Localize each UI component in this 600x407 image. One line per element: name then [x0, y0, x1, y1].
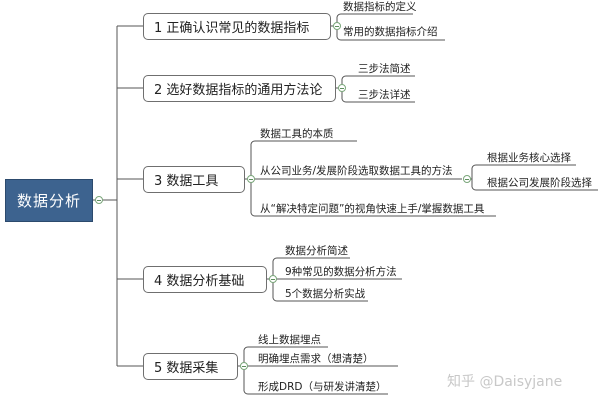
- topic-node-5[interactable]: 5 数据采集: [143, 353, 238, 380]
- subtopic-node[interactable]: 线上数据埋点: [258, 334, 321, 346]
- collapse-toggle-topic-4[interactable]: [269, 275, 277, 283]
- collapse-toggle-topic-5[interactable]: [240, 362, 248, 370]
- subtopic-node[interactable]: 从“解决特定问题”的视角快速上手/掌握数据工具: [260, 203, 485, 215]
- root-node[interactable]: 数据分析: [5, 179, 93, 222]
- subtopic-node[interactable]: 5个数据分析实战: [285, 288, 366, 300]
- collapse-toggle-topic-1[interactable]: [333, 22, 341, 30]
- subtopic-node[interactable]: 数据指标的定义: [343, 1, 417, 13]
- subtopic-node[interactable]: 三步法简述: [358, 63, 411, 75]
- topic-node-1[interactable]: 1 正确认识常见的数据指标: [143, 13, 331, 40]
- subtopic-node[interactable]: 9种常见的数据分析方法: [285, 266, 397, 278]
- subtopic-node[interactable]: 常用的数据指标介绍: [343, 26, 438, 38]
- collapse-toggle-topic-3[interactable]: [247, 175, 255, 183]
- subtopic-node[interactable]: 数据分析简述: [285, 245, 348, 257]
- collapse-toggle-subtopic-3-2[interactable]: [463, 175, 471, 183]
- subsubtopic-node[interactable]: 根据业务核心选择: [487, 152, 571, 164]
- watermark: 知乎 @Daisyjane: [447, 374, 563, 390]
- topic-node-3[interactable]: 3 数据工具: [143, 166, 245, 193]
- subtopic-node[interactable]: 形成DRD（与研发讲清楚）: [258, 381, 387, 393]
- subsubtopic-node[interactable]: 根据公司发展阶段选择: [487, 177, 592, 189]
- subtopic-node[interactable]: 数据工具的本质: [260, 128, 334, 140]
- collapse-toggle-topic-2[interactable]: [338, 84, 346, 92]
- collapse-toggle-root[interactable]: [95, 196, 103, 204]
- subtopic-node[interactable]: 明确埋点需求（想清楚）: [258, 353, 374, 365]
- topic-node-4[interactable]: 4 数据分析基础: [143, 266, 267, 293]
- subtopic-node[interactable]: 从公司业务/发展阶段选取数据工具的方法: [260, 165, 453, 177]
- subtopic-node[interactable]: 三步法详述: [358, 89, 411, 101]
- topic-node-2[interactable]: 2 选好数据指标的通用方法论: [143, 75, 336, 102]
